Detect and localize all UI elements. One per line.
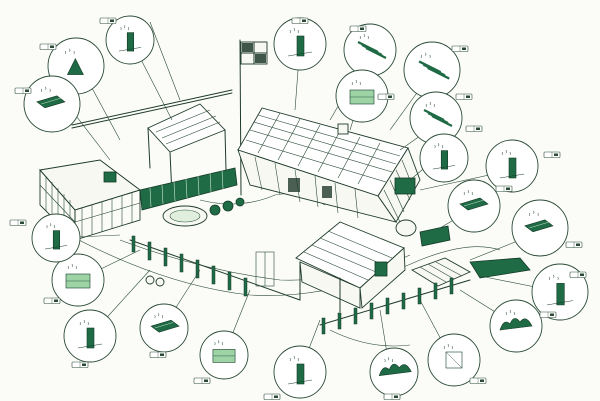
planks-icon: [36, 86, 66, 109]
beam-icon: [418, 52, 450, 80]
frame-icon: [65, 263, 91, 289]
bench-icon: [524, 210, 554, 233]
reference-tag: [14, 87, 32, 94]
deck: [410, 257, 531, 287]
right-fence: [319, 277, 471, 347]
bush-icon: [378, 357, 412, 377]
callout-bubble: [99, 15, 155, 65]
reference-tag: [383, 393, 401, 400]
callout-layer: [9, 15, 589, 400]
reference-tag: [291, 17, 309, 24]
callout-bubble: [531, 263, 589, 321]
callout-bubble: [263, 345, 327, 400]
reference-tag: [349, 25, 367, 32]
callout-bubble: [489, 299, 557, 353]
hedge-icon: [499, 309, 533, 331]
reference-tag: [569, 271, 587, 278]
main-house: [237, 107, 421, 223]
reference-tag: [451, 45, 469, 52]
post-icon: [287, 27, 313, 57]
light-post-icon: [499, 149, 525, 179]
reference-tag: [263, 393, 281, 400]
callout-bubble: [14, 75, 81, 133]
callout-bubble: [335, 69, 395, 123]
lower-fence: [129, 235, 301, 301]
callout-bubble: [43, 253, 105, 307]
callout-bubble: [9, 213, 81, 263]
reference-tag: [39, 43, 57, 50]
deck-icon: [459, 189, 489, 211]
callout-bubble: [343, 23, 397, 77]
plank-icon: [150, 313, 180, 333]
callout-bubble: [409, 91, 473, 145]
reference-tag: [455, 93, 473, 100]
reference-tag: [377, 93, 395, 100]
reference-tag: [71, 361, 89, 368]
corner-post-icon: [432, 143, 456, 170]
callout-bubble: [511, 199, 583, 257]
pergola-left: [71, 89, 233, 197]
callout-bubble: [427, 333, 487, 387]
gate-post-icon: [118, 25, 142, 52]
flag-pole: [239, 39, 268, 196]
reference-tag: [469, 377, 487, 384]
reference-tag: [465, 125, 483, 132]
callout-bubble: [63, 309, 117, 368]
reference-tag: [9, 219, 27, 226]
callout-bubble: [369, 347, 419, 400]
front-fence: [139, 167, 238, 211]
callout-bubble: [403, 41, 469, 99]
post-icon: [44, 223, 68, 250]
bar-icon: [423, 101, 453, 127]
sign-icon: [212, 340, 236, 363]
reference-tag: [193, 377, 211, 384]
dish: [395, 219, 451, 247]
garden-shed: [295, 221, 406, 313]
reference-tag: [495, 185, 513, 192]
reference-tag: [149, 351, 167, 358]
callout-bubble: [139, 303, 189, 358]
reference-tag: [539, 311, 557, 318]
block-icon: [443, 343, 463, 369]
pond: [162, 197, 245, 227]
callout-bubble: [419, 125, 483, 183]
fence-corner-icon: [65, 48, 84, 75]
slats-icon: [357, 33, 387, 59]
callout-bubble: [447, 179, 513, 233]
callout-bubble: [193, 330, 249, 384]
green-panel-icon: [349, 79, 375, 105]
stake-icon: [77, 319, 103, 349]
post-icon: [287, 355, 313, 385]
reference-tag: [43, 297, 61, 304]
callout-bubble: [485, 139, 561, 193]
reference-tag: [565, 241, 583, 248]
reference-tag: [543, 151, 561, 158]
callout-bubble: [273, 17, 327, 71]
post-icon: [547, 274, 573, 306]
reference-tag: [99, 17, 117, 24]
